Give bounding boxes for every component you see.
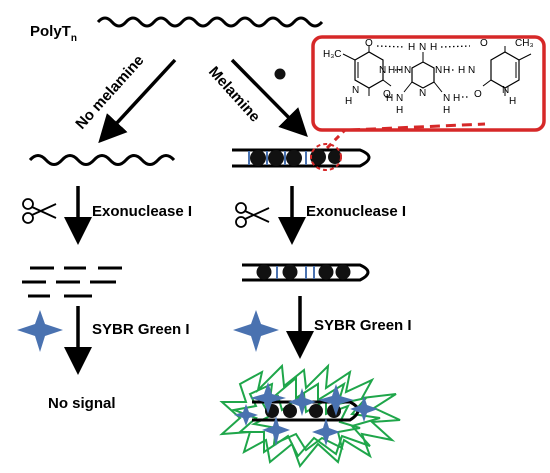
arrow-melamine (230, 58, 308, 137)
scissors-icon (22, 198, 57, 224)
chem-mel-h-br-b: H (443, 105, 450, 116)
chem-o-right-top: O (480, 38, 488, 49)
sybr-right-label: SYBR Green I (314, 317, 412, 334)
chem-h-right-bottom: H (509, 96, 516, 107)
chem-mel-n-a: N (404, 65, 411, 76)
chem-mel-h-top-a: H (408, 42, 415, 53)
bead (318, 264, 334, 280)
bead (268, 150, 284, 166)
no-melamine-label: No melamine (72, 52, 147, 133)
polyt-label: PolyTn (30, 23, 77, 44)
inset-connector (349, 122, 486, 132)
chem-h-left-bottom: H (345, 96, 352, 107)
fluorescence-burst (219, 363, 401, 468)
bead (256, 264, 272, 280)
chem-ch3-right: CH₃ (515, 38, 534, 49)
polyt-strand (96, 16, 324, 28)
sybr-star-icon (288, 388, 316, 416)
left-strand (28, 154, 176, 166)
chem-h-left-ring: H (388, 65, 395, 76)
bead (283, 404, 297, 418)
highlight-circle (310, 143, 342, 171)
chem-mel-n-right: N (443, 93, 450, 104)
hairpin-complex-1 (232, 143, 371, 171)
fluorescent-complex (219, 363, 401, 468)
chem-mel-h-bl-a: H (386, 93, 393, 104)
chem-mel-h-top-b: H (430, 42, 437, 53)
sybr-star-icon (312, 418, 340, 446)
sybr-star-icon (350, 396, 378, 422)
chem-n-left-bottom: N (352, 85, 359, 96)
chem-mel-n-top: N (419, 42, 426, 53)
sybr-star-icon (17, 310, 63, 352)
chemistry-inset (311, 35, 546, 132)
chem-o-right-bottom: O (474, 89, 482, 100)
chem-mel-n-left: N (396, 93, 403, 104)
bead (335, 264, 351, 280)
sybr-star-icon (234, 404, 258, 426)
chem-o-left-top: O (365, 38, 373, 49)
inset-connector-left (325, 128, 347, 150)
melamine-ring (403, 52, 443, 93)
sybr-star-icon (262, 416, 290, 446)
bead (250, 150, 266, 166)
exonuclease-left-label: Exonuclease I (92, 203, 192, 220)
digested-fragments (22, 266, 122, 298)
bead (286, 150, 302, 166)
sybr-star-icon (318, 384, 354, 416)
thymine-left (342, 46, 392, 96)
hairpin-complex-2 (242, 263, 370, 282)
chem-mel-n-c: N (419, 88, 426, 99)
no-signal-label: No signal (48, 395, 116, 412)
polyt-subscript: n (71, 33, 77, 44)
chem-ch3-left: H₃C (323, 49, 342, 60)
sybr-star-icon (233, 310, 279, 352)
thymine-right (482, 46, 532, 96)
chem-mel-h-right: H (443, 65, 450, 76)
chem-o-left-bottom: O (383, 89, 391, 100)
bead (328, 150, 342, 164)
melamine-dot (274, 68, 286, 80)
bead (310, 149, 326, 165)
sybr-star-icon (250, 382, 286, 414)
chem-mel-h-bl-b: H (396, 105, 403, 116)
melamine-label: Melamine (205, 63, 263, 125)
sybr-left-label: SYBR Green I (92, 321, 190, 338)
chem-n-right-ring: N (468, 65, 475, 76)
chem-n-left-ring: N (379, 65, 386, 76)
exonuclease-right-label: Exonuclease I (306, 203, 406, 220)
bead (309, 404, 323, 418)
bead (282, 264, 298, 280)
chem-mel-h-br-a: H (453, 93, 460, 104)
arrow-no-melamine (98, 58, 177, 144)
polyt-label-text: PolyT (30, 23, 71, 40)
chem-mel-n-b: N (435, 65, 442, 76)
hydrogen-bonds (376, 45, 471, 98)
chem-h-right-ring: H (458, 65, 465, 76)
scissors-icon (235, 202, 270, 228)
chem-n-right-bottom: N (502, 85, 509, 96)
